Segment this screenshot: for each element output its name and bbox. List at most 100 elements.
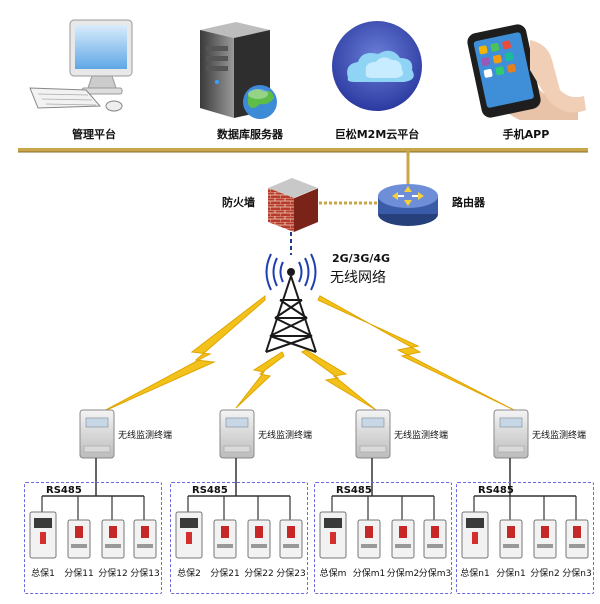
branch-breaker-icon [101,519,125,559]
breaker-window [466,518,484,528]
breaker-label: 分保n2 [530,569,560,579]
breaker-window [324,518,342,528]
breaker-terminal [283,544,299,548]
breaker-handle [40,532,46,544]
terminal-port [223,445,251,453]
breaker-handle [472,532,478,544]
breaker-label: 分保23 [276,569,306,579]
terminal-display [361,417,385,428]
breaker-group-box [456,482,594,594]
branch-breaker-icon [391,519,415,559]
breaker-label: 总保1 [31,569,55,579]
branch-breaker-icon [357,519,381,559]
breaker-handle [365,526,373,538]
breaker-label: 分保n1 [496,569,526,579]
branch-breaker-icon [213,519,237,559]
branch-breaker-icon [279,519,303,559]
cloud-platform-icon [332,21,422,111]
rs485-label: RS485 [46,485,82,496]
terminal-label: 无线监测终端 [394,431,449,441]
branch-breaker-icon [499,519,523,559]
breaker-terminal [137,544,153,548]
terminal-port [83,445,111,453]
breaker-handle [287,526,295,538]
breaker-group-box [24,482,162,594]
breaker-terminal [503,544,519,548]
rs485-label: RS485 [478,485,514,496]
breaker-group-box [170,482,308,594]
branch-breaker-icon [565,519,589,559]
network-name-label: 无线网络 [330,270,386,286]
breaker-terminal [427,544,443,548]
database-server-icon [200,22,277,119]
terminal-label: 无线监测终端 [118,431,173,441]
breaker-handle [109,526,117,538]
lightning-bolt [317,295,515,411]
lightning-bolt [101,294,266,413]
breaker-label: 分保m3 [418,569,452,579]
firewall-label: 防火墙 [222,196,255,209]
rs485-label: RS485 [192,485,228,496]
rs485-label: RS485 [336,485,372,496]
breaker-handle [399,526,407,538]
breaker-label: 分保13 [130,569,160,579]
label-mobile-app: 手机APP [502,128,550,141]
terminal-label: 无线监测终端 [532,431,587,441]
backbone-line [18,148,588,153]
network-generations-label: 2G/3G/4G [332,252,391,265]
breaker-label: 总保2 [177,569,201,579]
breaker-terminal [217,544,233,548]
firewall-icon [268,178,319,232]
breaker-terminal [105,544,121,548]
breaker-terminal [71,544,87,548]
breaker-label: 分保11 [64,569,94,579]
breaker-window [34,518,52,528]
breaker-handle [541,526,549,538]
terminal-display [225,417,249,428]
breaker-handle [431,526,439,538]
breaker-label: 分保12 [98,569,128,579]
smartphone-icon [467,24,586,120]
desktop-computer-icon [29,19,133,112]
breaker-handle [573,526,581,538]
breaker-handle [75,526,83,538]
terminal-label: 无线监测终端 [258,431,313,441]
breaker-handle [507,526,515,538]
lightning-bolt [235,351,285,409]
breaker-group-box [314,482,452,594]
breaker-label: 分保m2 [386,569,420,579]
router-icon [378,184,438,226]
breaker-handle [221,526,229,538]
lightning-bolt [301,349,377,411]
radio-tower-icon [265,253,317,353]
breaker-label: 分保22 [244,569,274,579]
terminal-port [359,445,387,453]
terminal-display [85,417,109,428]
breaker-label: 总保n1 [460,569,490,579]
label-management-platform: 管理平台 [72,128,116,141]
breaker-handle [330,532,336,544]
breaker-label: 分保m1 [352,569,386,579]
breaker-handle [141,526,149,538]
terminal-port [497,445,525,453]
breaker-label: 分保21 [210,569,240,579]
breaker-terminal [395,544,411,548]
breaker-handle [255,526,263,538]
terminal-display [499,417,523,428]
breaker-handle [186,532,192,544]
branch-breaker-icon [133,519,157,559]
branch-breaker-icon [67,519,91,559]
branch-breaker-icon [423,519,447,559]
breaker-terminal [537,544,553,548]
breaker-terminal [251,544,267,548]
branch-breaker-icon [533,519,557,559]
breaker-label: 总保m [319,569,347,579]
breaker-terminal [361,544,377,548]
breaker-window [180,518,198,528]
router-label: 路由器 [452,196,485,209]
breaker-label: 分保n3 [562,569,592,579]
label-database-server: 数据库服务器 [217,128,283,141]
breaker-terminal [569,544,585,548]
